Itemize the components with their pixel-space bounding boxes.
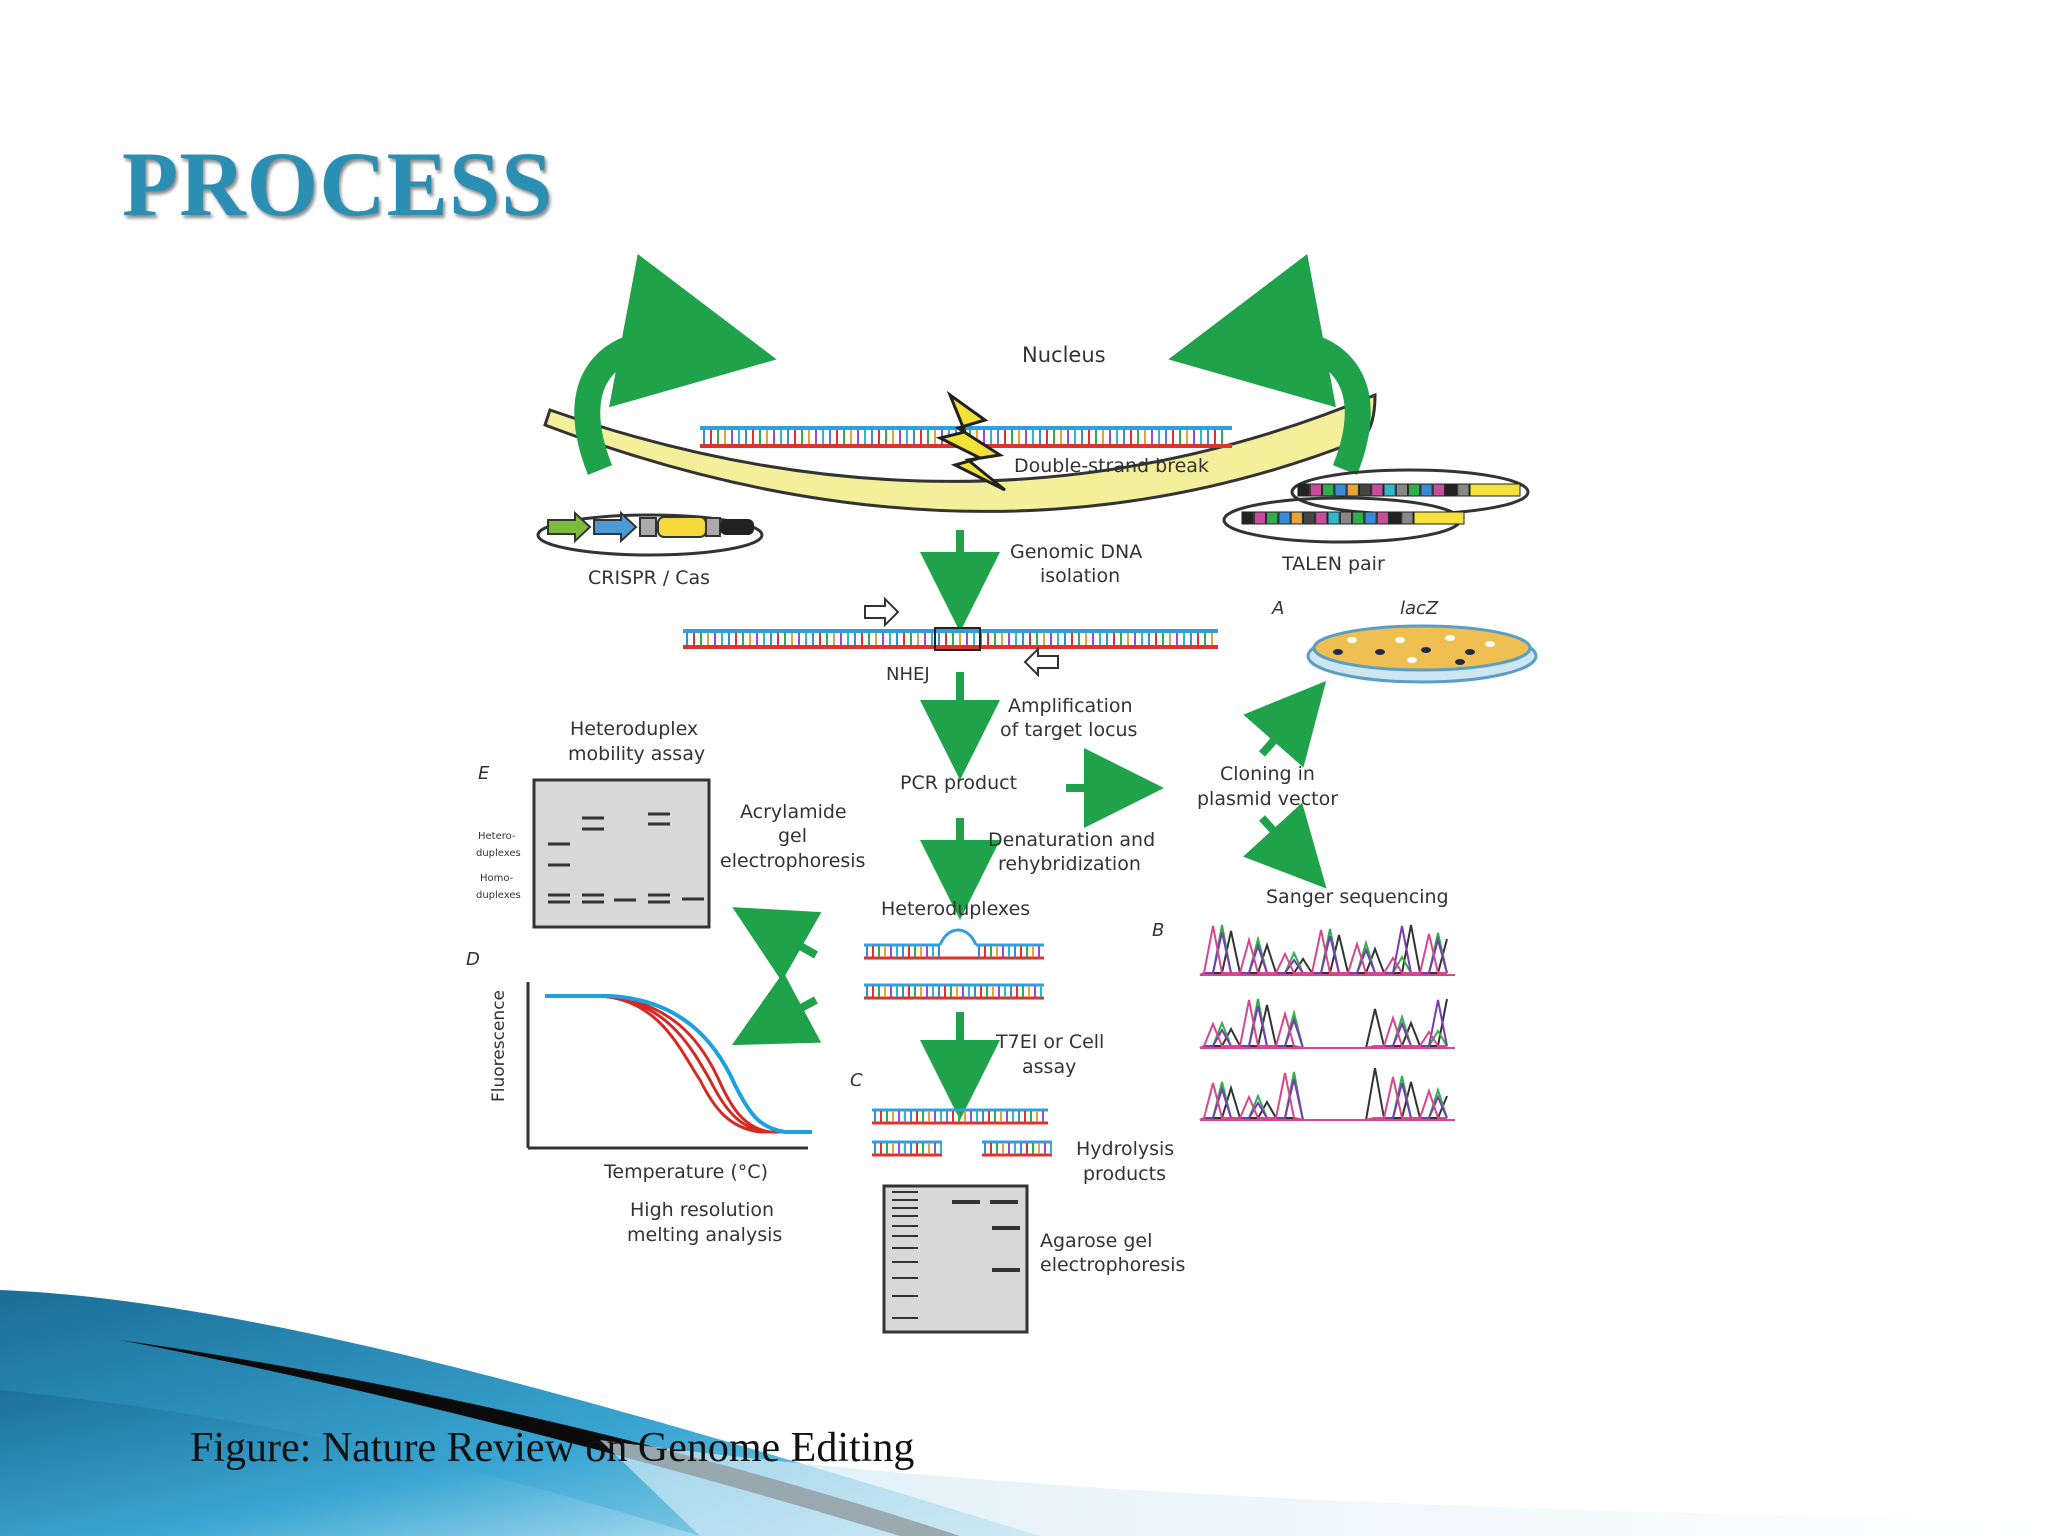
heteroduplex-strands xyxy=(864,928,1044,1000)
crispr-cas-plasmid: CRISPR / Cas xyxy=(536,510,764,589)
melting-curve-panel: D Fluorescence Temperature (°C) High res… xyxy=(466,949,812,1246)
heteroduplexes-label: Heteroduplexes xyxy=(881,898,1030,920)
reverse-primer-icon xyxy=(1023,646,1059,678)
hydrolysis-label-1: Hydrolysis xyxy=(1076,1138,1174,1160)
amplification-label-2: of target locus xyxy=(1000,719,1137,741)
melt-curve-red-1 xyxy=(545,994,810,1134)
temperature-axis-label: Temperature (°C) xyxy=(603,1161,768,1183)
arrow-to-acrylamide xyxy=(732,907,822,982)
sanger-traces: Sanger sequencing B xyxy=(1152,886,1455,1121)
nhej-duplex: NHEJ xyxy=(683,596,1218,685)
agarose-label-2: electrophoresis xyxy=(1040,1254,1185,1276)
acrylamide-label-2: gel xyxy=(778,825,807,847)
melt-curve-blue xyxy=(545,994,812,1134)
crispr-cas-label: CRISPR / Cas xyxy=(588,567,710,589)
denaturation-label-1: Denaturation and xyxy=(988,829,1155,851)
hetero-label-1: Hetero- xyxy=(478,831,516,842)
homo-label-1: Homo- xyxy=(480,873,514,884)
sanger-sequencing-label: Sanger sequencing xyxy=(1266,886,1449,908)
acrylamide-label-3: electrophoresis xyxy=(720,850,865,872)
hetero-label-2: duplexes xyxy=(476,848,521,859)
double-strand-break-label: Double-strand break xyxy=(1014,455,1209,477)
melt-curve-red-2 xyxy=(545,994,810,1134)
forward-primer-icon xyxy=(864,596,900,628)
heteroduplex-mobility-label-1: Heteroduplex xyxy=(570,718,698,740)
panel-c-label: C xyxy=(850,1070,863,1091)
denaturation-label-2: rehybridization xyxy=(998,853,1141,875)
acrylamide-gel-panel: Heteroduplex mobility assay E Hetero- du… xyxy=(476,718,865,929)
talen-pair: TALEN pair xyxy=(1222,468,1530,575)
amplification-label-1: Amplification xyxy=(1008,695,1133,717)
nucleus-label: Nucleus xyxy=(1022,343,1106,367)
lacz-petri-dish: A lacZ xyxy=(1271,598,1538,684)
arrow-to-melting xyxy=(731,972,822,1046)
nhej-label: NHEJ xyxy=(886,664,930,685)
nuclear-envelope xyxy=(543,392,1377,513)
arrow-to-lacz-plate xyxy=(1243,680,1327,768)
figure-caption: Figure: Nature Review on Genome Editing xyxy=(190,1425,915,1471)
acrylamide-label-1: Acrylamide xyxy=(740,801,847,823)
genomic-dna-duplex xyxy=(700,426,1232,448)
t7ei-label-1: T7EI or Cell xyxy=(995,1031,1104,1053)
slide-title: PROCESS xyxy=(122,133,554,235)
lightning-bolt-icon xyxy=(935,390,1006,492)
heteroduplex-mobility-label-2: mobility assay xyxy=(568,743,705,765)
fluorescence-axis-label: Fluorescence xyxy=(489,990,509,1102)
pcr-product-label: PCR product xyxy=(900,772,1017,794)
nucleus-region: Nucleus Double-strand break xyxy=(543,254,1377,513)
panel-d-label: D xyxy=(466,949,480,970)
hrm-label-2: melting analysis xyxy=(627,1224,782,1246)
homo-label-2: duplexes xyxy=(476,890,521,901)
panel-e-label: E xyxy=(478,763,490,784)
cloning-label-1: Cloning in xyxy=(1220,763,1315,785)
agarose-label-1: Agarose gel xyxy=(1040,1230,1152,1252)
panel-b-label: B xyxy=(1152,920,1164,941)
talen-pair-label: TALEN pair xyxy=(1281,553,1385,575)
agarose-gel xyxy=(882,1184,1029,1334)
genomic-dna-isolation-label-2: isolation xyxy=(1040,565,1120,587)
panel-a-label: A xyxy=(1271,598,1284,619)
hydrolysis-strands xyxy=(872,1108,1052,1157)
arrow-to-sanger xyxy=(1243,802,1327,889)
talen-delivery-arrow xyxy=(1168,254,1371,475)
crispr-delivery-arrow xyxy=(574,254,777,475)
lacz-label: lacZ xyxy=(1400,598,1439,619)
genomic-dna-isolation-label-1: Genomic DNA xyxy=(1010,541,1142,563)
hrm-label-1: High resolution xyxy=(630,1199,774,1221)
melt-curve-red-3 xyxy=(545,994,810,1134)
hydrolysis-label-2: products xyxy=(1083,1163,1166,1185)
t7ei-label-2: assay xyxy=(1022,1056,1076,1078)
